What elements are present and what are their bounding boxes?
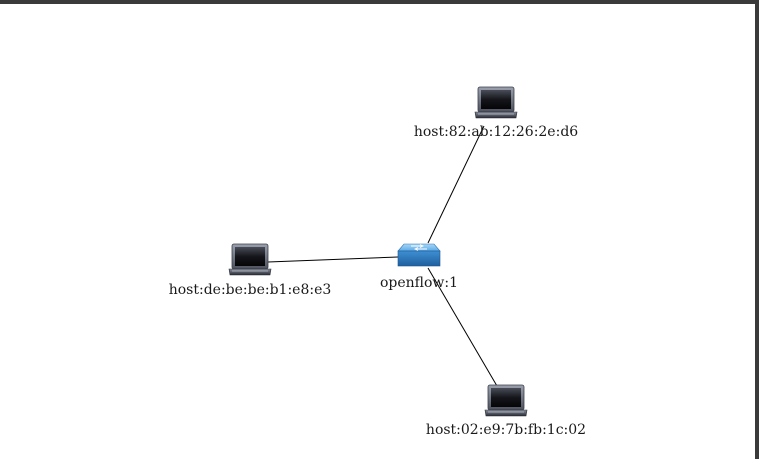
switch-label: openflow:1 [380,275,458,291]
laptop-icon [484,384,528,417]
host-node-3[interactable] [484,384,528,417]
link-switch-host-1 [427,125,485,244]
host-node-1[interactable] [474,86,518,119]
laptop-icon [474,86,518,119]
link-switch-host-3 [427,267,498,387]
host-node-2[interactable] [228,243,272,276]
host-label-1: host:82:ab:12:26:2e:d6 [414,124,578,140]
laptop-icon [228,243,272,276]
window-right-border [755,0,759,459]
link-switch-host-2 [267,256,399,263]
switch-node[interactable] [397,243,441,267]
host-label-2: host:de:be:be:b1:e8:e3 [169,282,332,298]
links [267,125,498,387]
switch-icon [397,243,441,267]
window-top-border [0,0,759,4]
host-label-3: host:02:e9:7b:fb:1c:02 [426,422,586,438]
